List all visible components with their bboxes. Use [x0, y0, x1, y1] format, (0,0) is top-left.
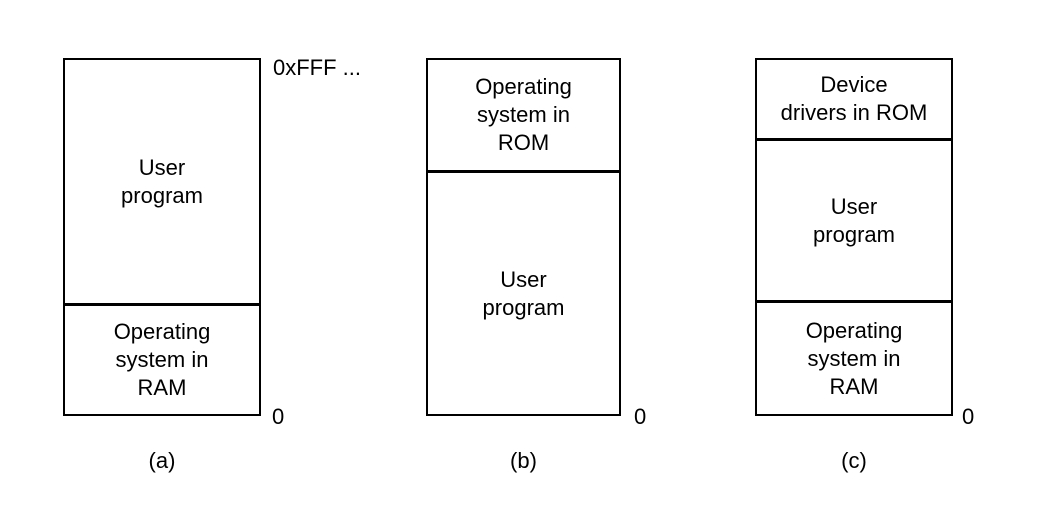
section-label: User program — [121, 154, 203, 208]
panel-caption-b: (b) — [510, 448, 537, 473]
panel-caption-a: (a) — [148, 448, 176, 473]
memory-section-b-os-in-rom: Operating system in ROM — [428, 60, 619, 170]
address-label-top-a: 0xFFF ... — [273, 55, 361, 80]
memory-box-b: Operating system in ROM User program — [426, 58, 621, 416]
memory-section-a-user-program: User program — [65, 60, 259, 303]
section-label: Device drivers in ROM — [780, 72, 928, 125]
section-label: Operating system in RAM — [113, 319, 211, 400]
section-label: Operating system in ROM — [475, 74, 572, 155]
section-label: Operating system in RAM — [805, 317, 903, 399]
address-label-bottom-b: 0 — [634, 404, 647, 429]
section-label: User program — [482, 266, 565, 320]
section-label: User program — [813, 193, 895, 247]
memory-box-c: Device drivers in ROM User program Opera… — [755, 58, 953, 416]
memory-section-c-user-program: User program — [757, 138, 951, 300]
panel-caption-c: (c) — [841, 448, 867, 473]
address-label-bottom-c: 0 — [962, 404, 975, 429]
memory-section-c-device-drivers-rom: Device drivers in ROM — [757, 60, 951, 138]
memory-section-b-user-program: User program — [428, 170, 619, 414]
memory-section-c-os-in-ram: Operating system in RAM — [757, 300, 951, 414]
address-label-bottom-a: 0 — [272, 404, 285, 429]
memory-section-a-os-in-ram: Operating system in RAM — [65, 303, 259, 414]
memory-box-a: User program Operating system in RAM — [63, 58, 261, 416]
